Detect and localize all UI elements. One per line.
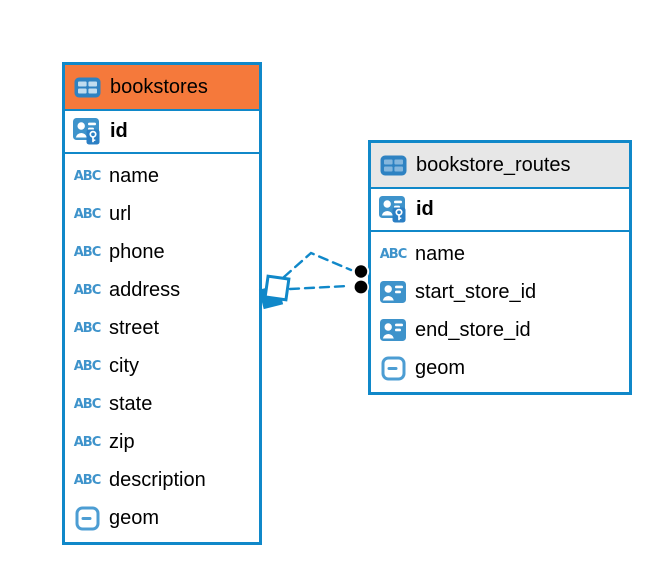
relationship-edge-start-store (282, 251, 353, 279)
primary-key-icon (378, 195, 408, 225)
table-row[interactable]: start_store_id (371, 273, 629, 311)
text-type-icon: ABC (73, 396, 101, 412)
column-label: city (109, 354, 139, 377)
column-label: url (109, 202, 132, 225)
column-label: end_store_id (415, 318, 531, 341)
text-type-icon: ABC (73, 206, 101, 222)
table-row[interactable]: ABC zip (65, 423, 259, 461)
table-header[interactable]: bookstores (65, 65, 259, 111)
relationship-source-marker[interactable] (258, 274, 291, 310)
primary-key-icon (72, 117, 102, 147)
column-label: zip (109, 430, 135, 453)
relationship-target-marker[interactable] (352, 263, 370, 295)
column-label: street (109, 316, 160, 339)
table-name: bookstores (110, 75, 208, 98)
column-label: phone (109, 240, 165, 263)
column-label: description (109, 468, 206, 491)
table-name: bookstore_routes (416, 153, 571, 176)
table-row[interactable]: geom (371, 349, 629, 387)
text-type-icon: ABC (73, 434, 101, 450)
geometry-type-icon (378, 353, 408, 383)
table-row[interactable]: ABC street (65, 309, 259, 347)
table-row[interactable]: ABC city (65, 347, 259, 385)
table-icon (378, 150, 408, 180)
table-row[interactable]: ABC description (65, 461, 259, 499)
primary-key-label: id (110, 120, 128, 142)
primary-key-label: id (416, 198, 434, 220)
table-row[interactable]: ABC url (65, 195, 259, 233)
text-type-icon: ABC (73, 244, 101, 260)
text-type-icon: ABC (379, 246, 407, 262)
column-label: geom (109, 506, 160, 529)
table-row[interactable]: ABC state (65, 385, 259, 423)
table-header[interactable]: bookstore_routes (371, 143, 629, 189)
text-type-icon: ABC (73, 168, 101, 184)
text-type-icon: ABC (73, 282, 101, 298)
primary-key-row[interactable]: id (65, 111, 259, 154)
table-row[interactable]: geom (65, 499, 259, 537)
reference-type-icon (378, 315, 408, 345)
relationship-edges[interactable] (282, 251, 353, 291)
geometry-type-icon (72, 503, 102, 533)
column-label: geom (415, 356, 466, 379)
text-type-icon: ABC (73, 358, 101, 374)
table-row[interactable]: ABC phone (65, 233, 259, 271)
entity-table-bookstore-routes[interactable]: bookstore_routes id ABC name start_store_i… (368, 140, 632, 395)
column-label: start_store_id (415, 280, 537, 303)
table-row[interactable]: ABC name (371, 235, 629, 273)
column-label: name (109, 164, 160, 187)
text-type-icon: ABC (73, 472, 101, 488)
primary-key-row[interactable]: id (371, 189, 629, 232)
table-row[interactable]: ABC name (65, 157, 259, 195)
reference-type-icon (378, 277, 408, 307)
table-row[interactable]: ABC address (65, 271, 259, 309)
column-label: name (415, 242, 466, 265)
table-icon (72, 72, 102, 102)
column-label: address (109, 278, 181, 301)
text-type-icon: ABC (73, 320, 101, 336)
table-row[interactable]: end_store_id (371, 311, 629, 349)
column-label: state (109, 392, 153, 415)
relationship-edge-end-store (288, 284, 350, 291)
